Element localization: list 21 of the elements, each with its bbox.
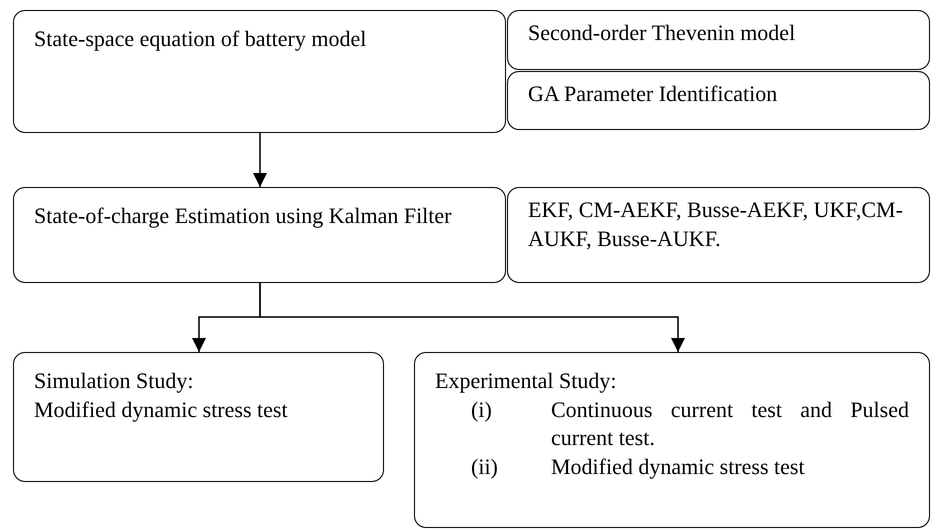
box-heading: Experimental Study:: [435, 367, 618, 395]
process-box: [507, 187, 930, 283]
box-text: Second-order Thevenin model: [528, 19, 796, 47]
list-item-text: Continuous current test and Pulsed current test.: [551, 396, 909, 452]
box-text: State-of-charge Estimation using Kalman Filter: [34, 202, 452, 230]
process-box: [13, 352, 384, 482]
list-marker: (ii): [471, 452, 499, 481]
arrow: [259, 283, 685, 352]
list-marker: (i): [471, 396, 493, 424]
box-text: GA Parameter Identification: [528, 80, 778, 108]
box-text: Modified dynamic stress test: [34, 396, 289, 424]
arrow: [253, 133, 267, 187]
process-box: [414, 352, 930, 528]
process-box: [507, 10, 930, 70]
list-item-text: Modified dynamic stress test: [551, 452, 806, 481]
box-text: Simulation Study:: [34, 367, 195, 395]
box-text: EKF, CM-AEKF, Busse-AEKF, UKF,CM-AUKF, Busse-AUKF.: [528, 196, 904, 253]
process-box: [507, 71, 930, 130]
box-text: State-space equation of battery model: [34, 25, 368, 53]
process-box: [13, 10, 506, 133]
process-box: [13, 187, 506, 283]
